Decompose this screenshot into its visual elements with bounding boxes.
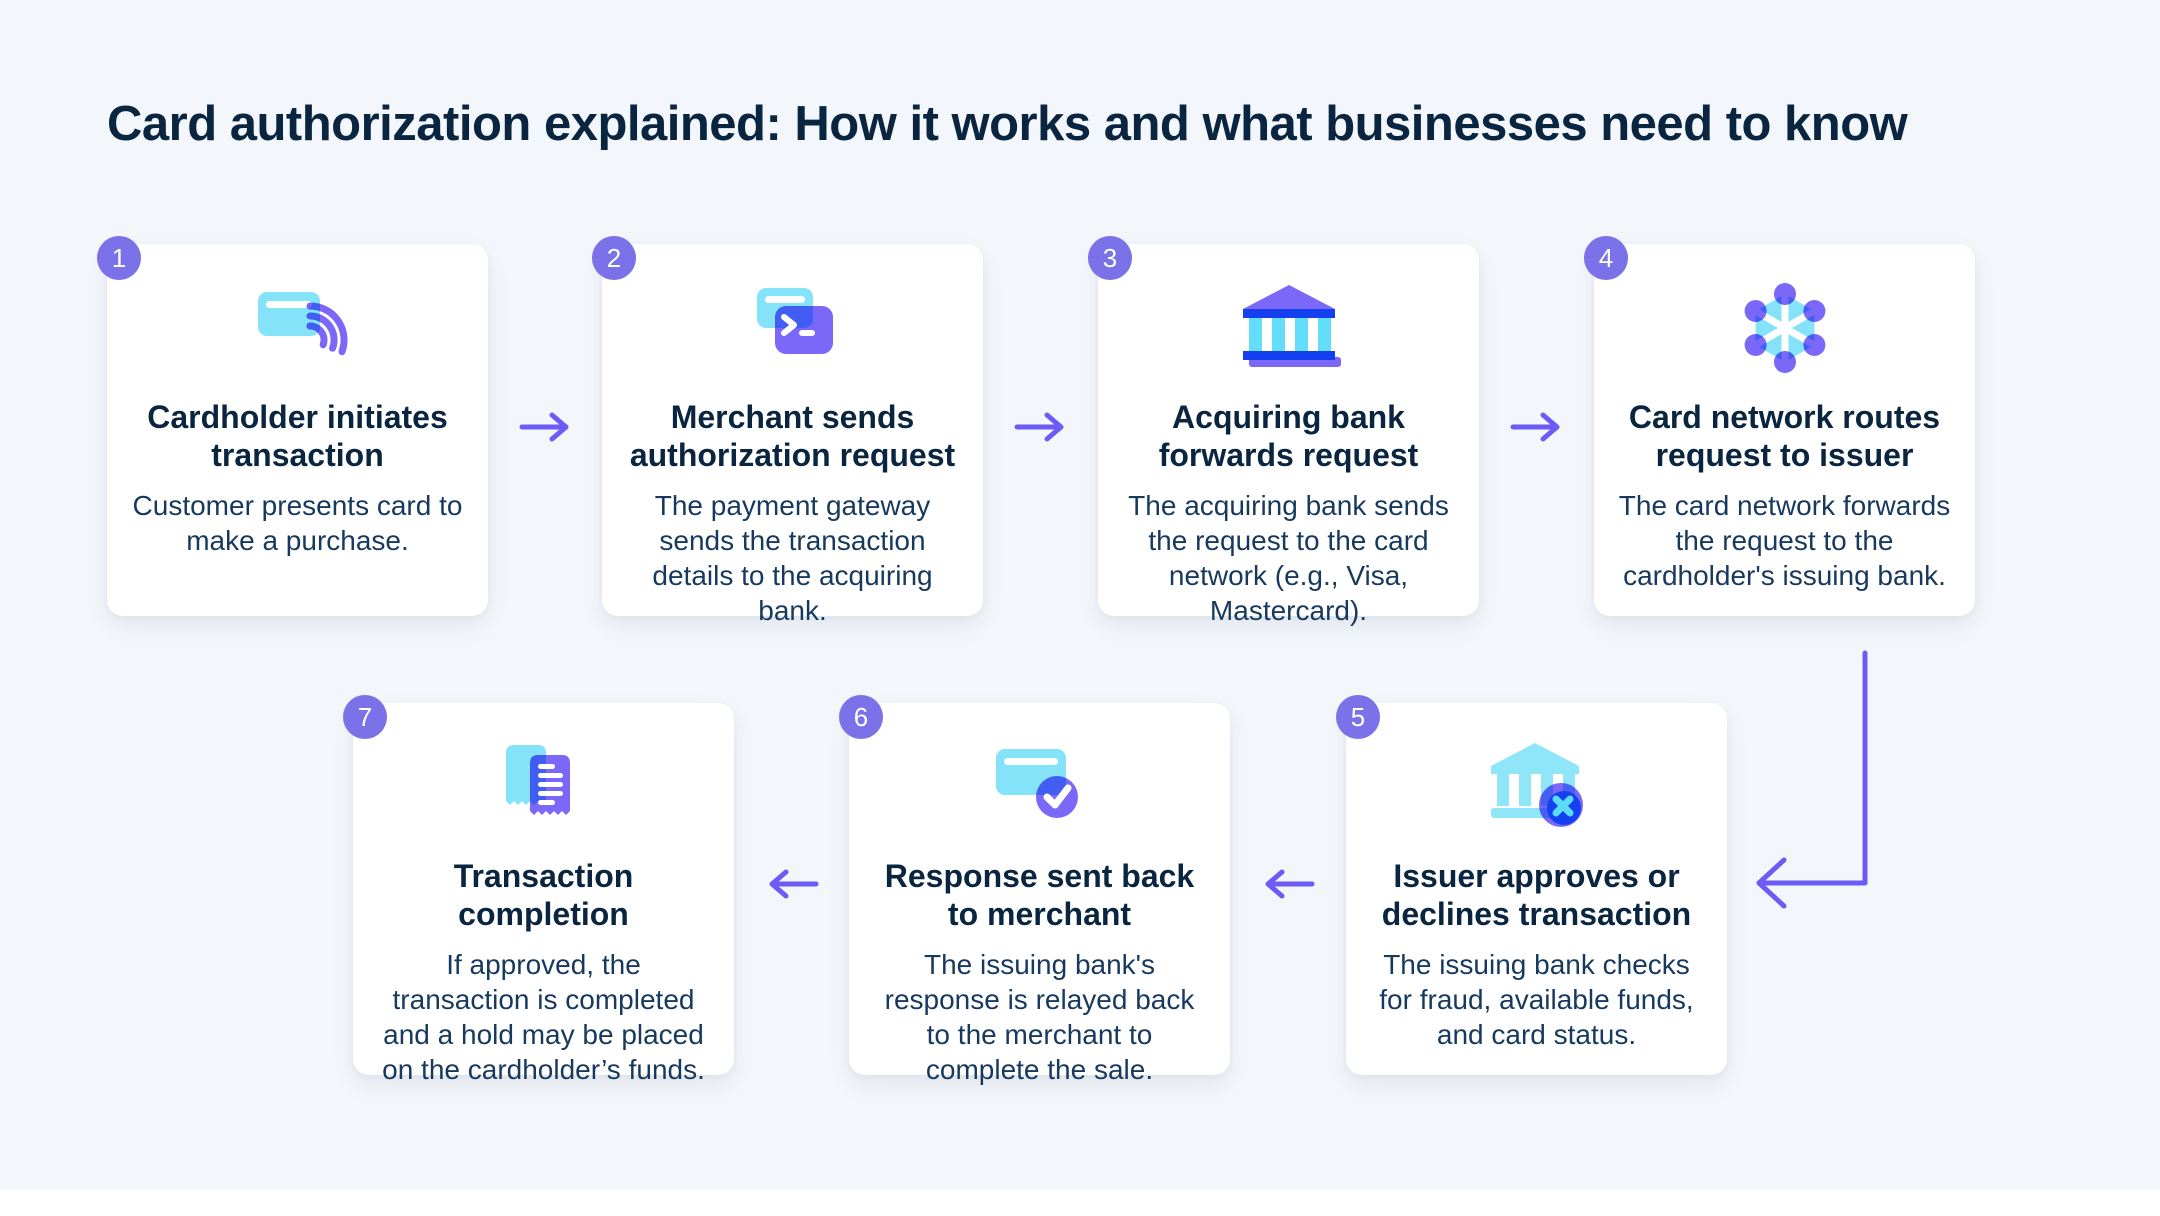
- step-description: The acquiring bank sends the request to …: [1128, 490, 1449, 626]
- step-number-badge: 6: [839, 695, 883, 739]
- contactless-card-icon: [238, 280, 358, 376]
- step-number-badge: 3: [1088, 236, 1132, 280]
- step-card-4: 4: [1584, 236, 1975, 616]
- step-number-badge: 2: [592, 236, 636, 280]
- step-number-badge: 7: [343, 695, 387, 739]
- step-number-badge: 1: [97, 236, 141, 280]
- step-card-7: 7 Transaction completion If approved, th…: [343, 695, 734, 1085]
- step-card-5: 5 Issuer approves o: [1336, 695, 1727, 1075]
- step-description: The issuing bank's response is relayed b…: [884, 949, 1195, 1085]
- step-description: The payment gateway sends the transactio…: [652, 490, 933, 626]
- step-title: Cardholder initiates transaction: [147, 399, 448, 473]
- flow-arrow-right-2: [1013, 407, 1067, 447]
- step-description: The card network forwards the request to…: [1618, 490, 1951, 591]
- card-approved-icon: [980, 739, 1100, 835]
- flow-connector-elbow: [1740, 645, 1880, 920]
- step-card-6: 6 Response sent back to merchant The iss…: [839, 695, 1230, 1085]
- step-description: Customer presents card to make a purchas…: [132, 490, 463, 556]
- step-card-2: 2 Merchant sends authorization request T…: [592, 236, 983, 626]
- step-card-1: 1 Cardholder initiates transaction Custo…: [97, 236, 488, 616]
- bank-building-icon: [1229, 280, 1349, 376]
- step-number-badge: 4: [1584, 236, 1628, 280]
- step-description: If approved, the transaction is complete…: [382, 949, 705, 1085]
- bank-decision-icon: [1477, 739, 1597, 835]
- flow-arrow-right-1: [518, 407, 572, 447]
- card-network-icon: [1725, 280, 1845, 376]
- flow-arrow-left-2: [766, 864, 820, 904]
- step-title: Transaction completion: [453, 858, 634, 932]
- flow-arrow-left-1: [1262, 864, 1316, 904]
- flow-arrow-right-3: [1509, 407, 1563, 447]
- receipt-icon: [484, 739, 604, 835]
- footer-strip: [0, 1190, 2160, 1216]
- step-number-badge: 5: [1336, 695, 1380, 739]
- step-title: Response sent back to merchant: [884, 858, 1195, 932]
- step-title: Card network routes request to issuer: [1628, 399, 1941, 473]
- step-title: Acquiring bank forwards request: [1158, 399, 1419, 473]
- step-title: Merchant sends authorization request: [629, 399, 956, 473]
- step-description: The issuing bank checks for fraud, avail…: [1379, 949, 1694, 1050]
- step-title: Issuer approves or declines transaction: [1381, 858, 1692, 932]
- payment-gateway-icon: [733, 280, 853, 376]
- page-title: Card authorization explained: How it wor…: [107, 97, 1908, 151]
- step-card-3: 3 Acquiring bank forwards request The ac…: [1088, 236, 1479, 626]
